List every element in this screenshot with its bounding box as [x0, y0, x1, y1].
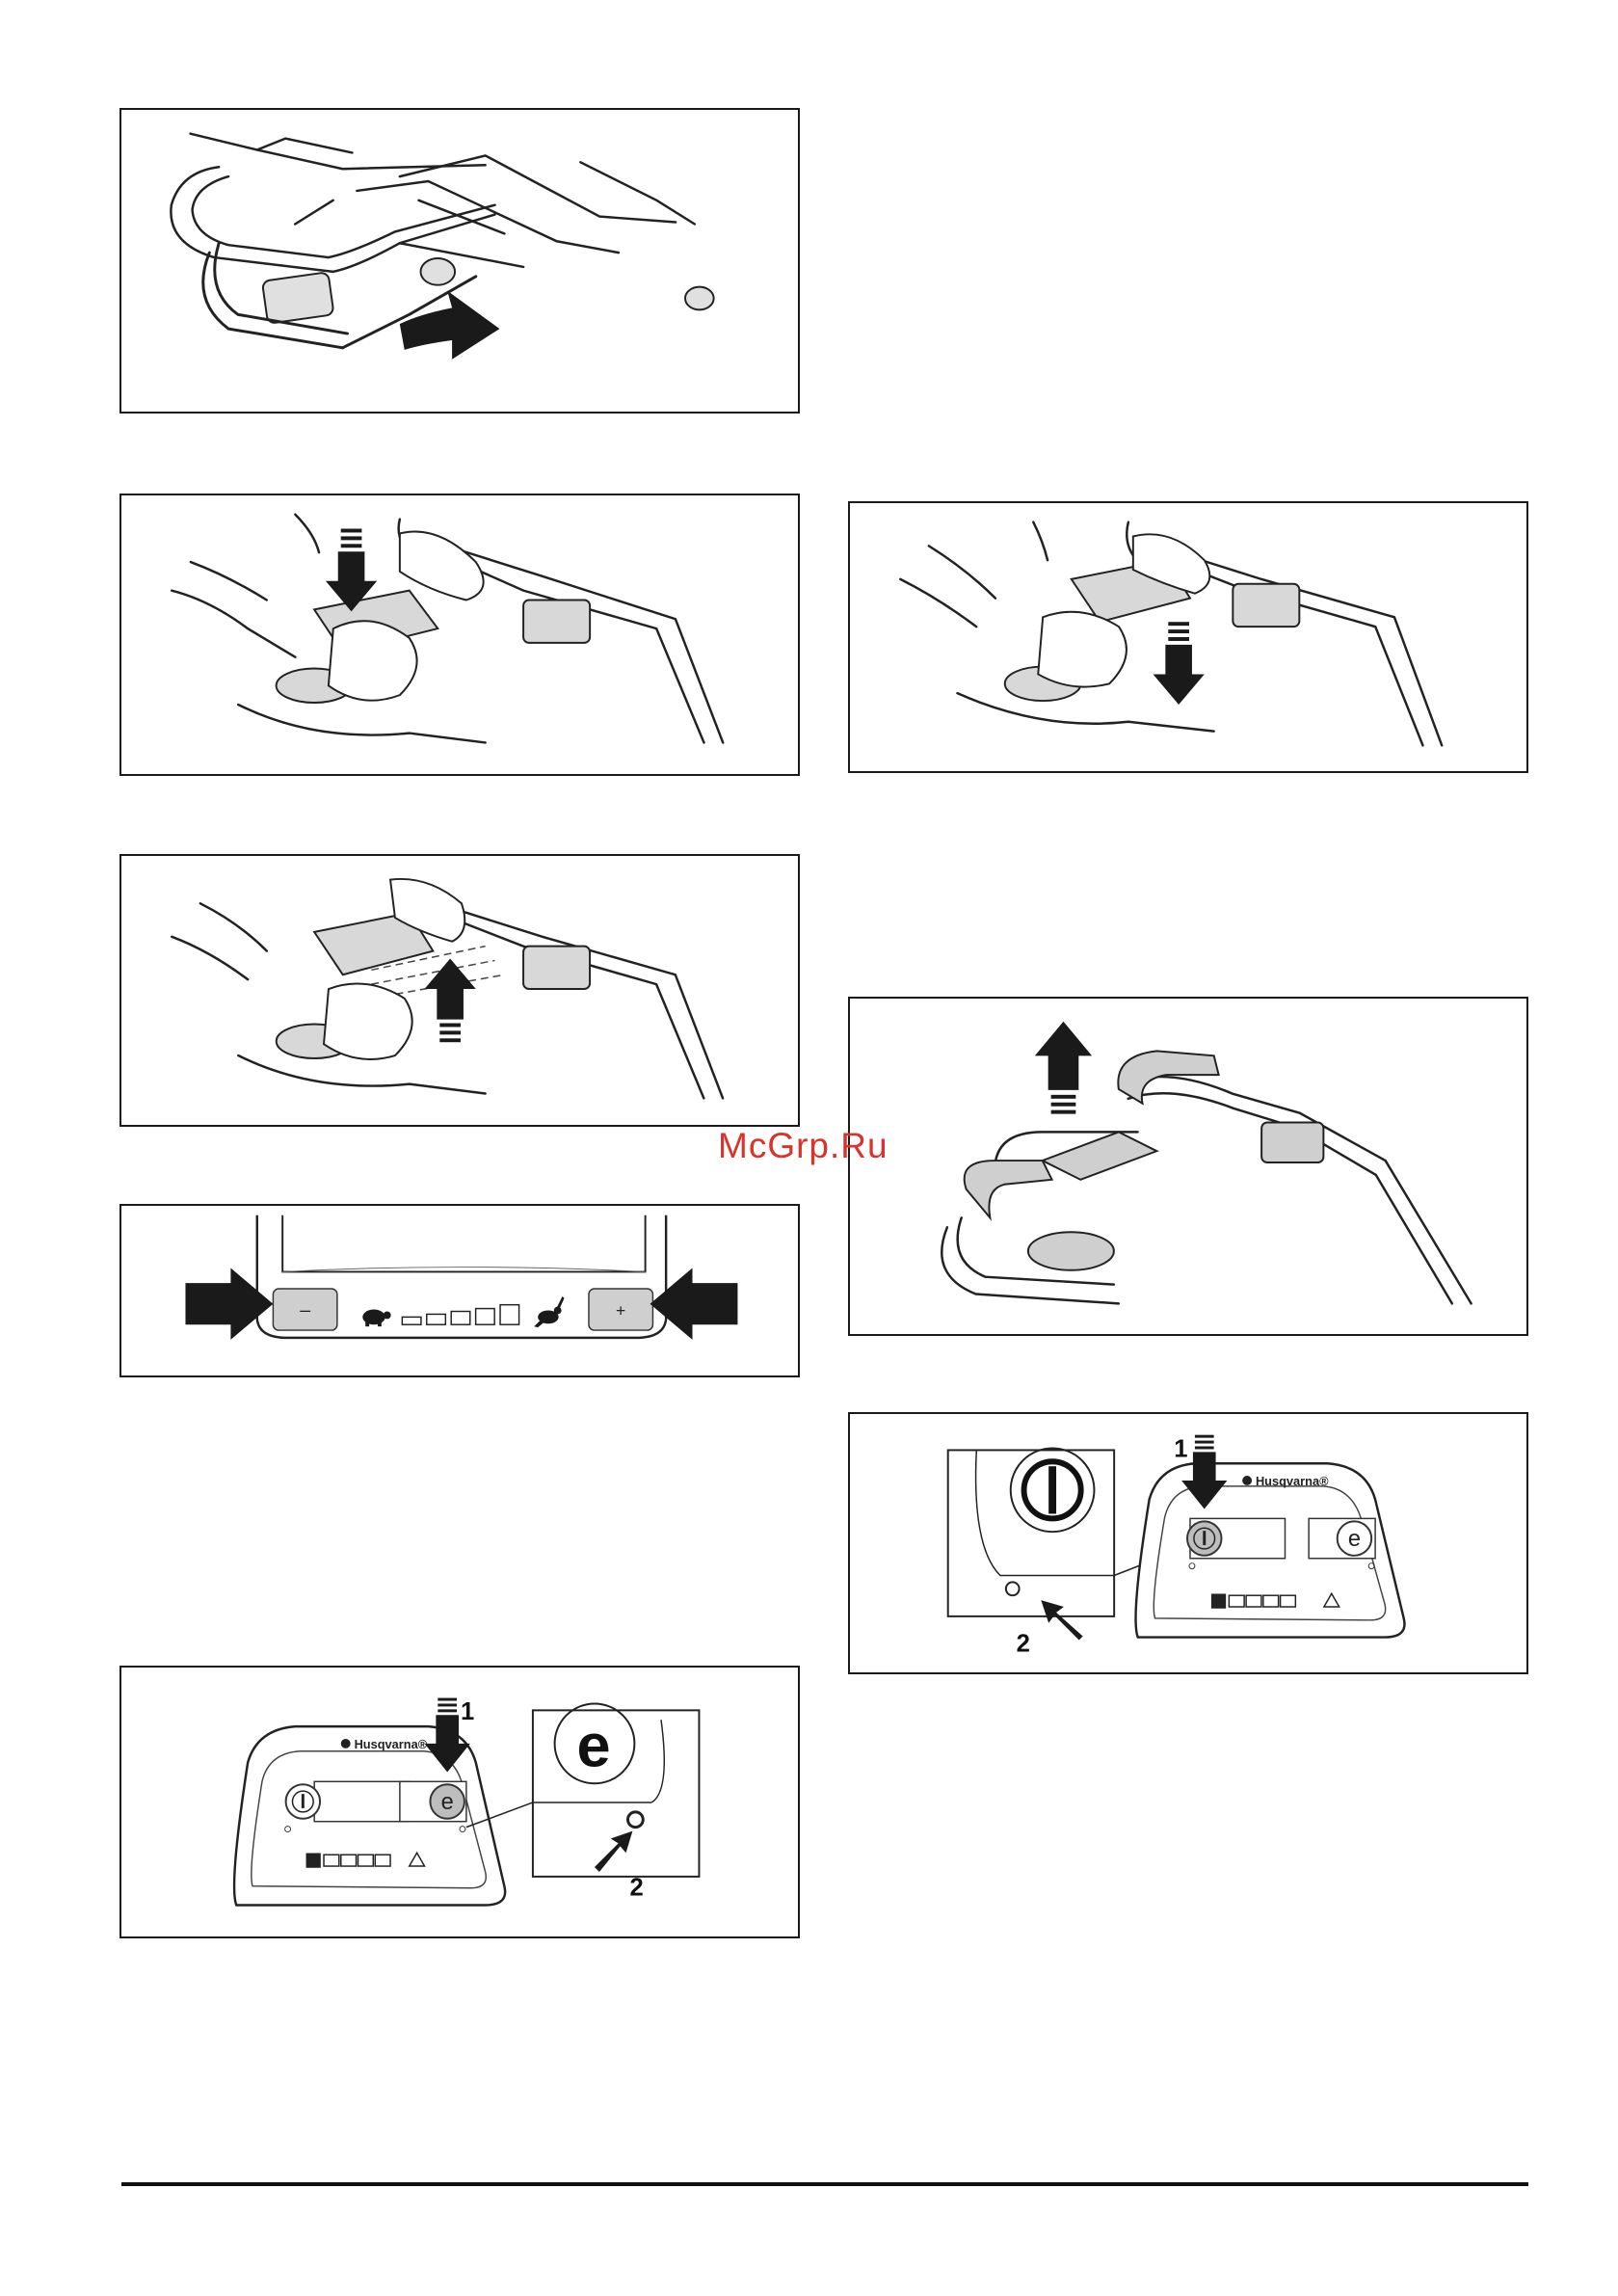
battery-icon: [306, 1854, 390, 1867]
speed-panel-illustration: – +: [121, 1206, 798, 1375]
speed-bar-3: [451, 1312, 470, 1325]
watermark: McGrp.Ru: [718, 1126, 889, 1166]
turtle-icon: [362, 1310, 390, 1327]
figure-power: 2 Husqvarna® e: [848, 1412, 1528, 1674]
callout-1: 1: [461, 1698, 474, 1725]
eco-mode-illustration: Husqvarna® e 1: [121, 1668, 798, 1936]
lift-up-arrow-icon: [425, 958, 476, 1042]
callout-2: 2: [629, 1875, 643, 1902]
eco-mode-icon: e: [441, 1790, 454, 1815]
husqvarna-logo-icon: [341, 1739, 351, 1749]
figure-handlebar-fold: [119, 108, 800, 414]
minus-button[interactable]: –: [273, 1289, 336, 1330]
figure-lift-up-left: [119, 854, 800, 1127]
speed-level-bars: [402, 1305, 518, 1325]
lift-up-right-illustration: [850, 999, 1526, 1334]
power-inset: [948, 1448, 1114, 1615]
eco-mode-icon: e: [1348, 1527, 1361, 1552]
figure-eco-mode: Husqvarna® e 1: [119, 1666, 800, 1938]
handlebar-fold-arrow-icon: [400, 291, 500, 360]
minus-label: –: [300, 1299, 310, 1321]
eco-mode-button[interactable]: e: [1338, 1521, 1371, 1555]
battery-icon: [1212, 1594, 1296, 1608]
figure-lift-up-right: [848, 997, 1528, 1336]
speed-bar-1: [402, 1317, 421, 1324]
callout-1: 1: [1174, 1435, 1187, 1462]
power-button[interactable]: [286, 1784, 320, 1818]
figure-speed-panel: – +: [119, 1204, 800, 1377]
press-down-right-illustration: [850, 503, 1526, 771]
husqvarna-logo-icon: [1242, 1476, 1252, 1485]
callout-2: 2: [1017, 1630, 1030, 1657]
plus-label: +: [616, 1300, 625, 1320]
figure-press-down-right: [848, 501, 1528, 773]
speed-bar-4: [476, 1309, 495, 1325]
svg-text:e: e: [576, 1713, 610, 1780]
handlebar-fold-illustration: [121, 110, 798, 412]
lift-up-arrow-icon: [1035, 1022, 1092, 1114]
power-button[interactable]: [1187, 1521, 1221, 1555]
speed-bar-2: [427, 1314, 446, 1324]
figure-press-down-left: [119, 494, 800, 776]
power-illustration: 2 Husqvarna® e: [850, 1414, 1526, 1672]
lift-up-left-illustration: [121, 856, 798, 1125]
brand-label: Husqvarna®: [355, 1737, 428, 1751]
eco-mode-button[interactable]: e: [430, 1784, 464, 1818]
rabbit-icon: [534, 1296, 564, 1327]
plus-button[interactable]: +: [589, 1289, 652, 1330]
press-down-left-illustration: [121, 495, 798, 774]
brand-label: Husqvarna®: [1256, 1474, 1329, 1488]
press-down-arrow-icon: [1154, 622, 1205, 705]
speed-bar-5: [500, 1305, 519, 1325]
footer-rule: [121, 2182, 1528, 2186]
